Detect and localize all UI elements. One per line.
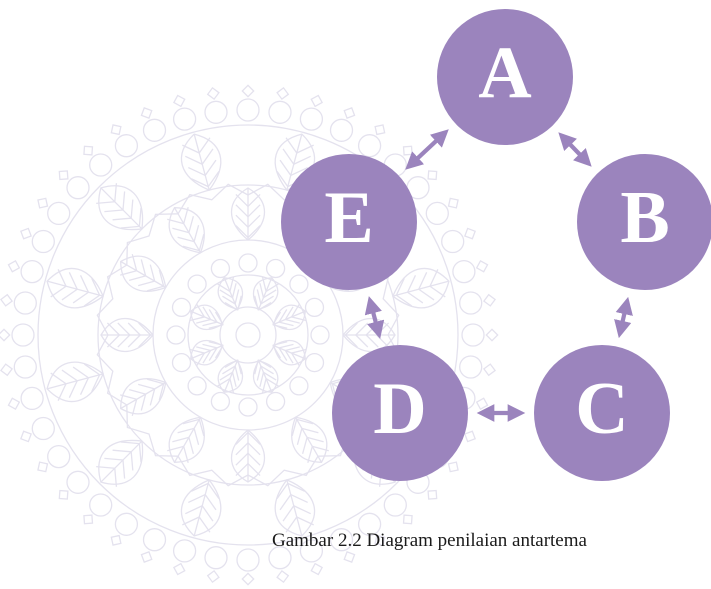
node-a: A xyxy=(437,9,573,145)
node-d-circle xyxy=(332,345,468,481)
node-d-label: D xyxy=(373,368,426,450)
node-c-circle xyxy=(534,345,670,481)
node-b: B xyxy=(577,154,711,290)
node-b-circle xyxy=(577,154,711,290)
node-e: E xyxy=(281,154,417,290)
node-a-label: A xyxy=(478,32,531,114)
nodes: A B C D E xyxy=(281,9,711,481)
edge-d-e xyxy=(364,296,385,339)
edge-a-b xyxy=(558,132,592,167)
edge-b-c xyxy=(614,296,633,339)
node-e-circle xyxy=(281,154,417,290)
node-d: D xyxy=(332,345,468,481)
node-a-circle xyxy=(437,9,573,145)
node-c-label: C xyxy=(575,368,628,450)
node-b-label: B xyxy=(620,177,669,259)
edge-e-a xyxy=(405,129,449,170)
node-e-label: E xyxy=(324,177,373,259)
figure-caption: Gambar 2.2 Diagram penilaian antartema xyxy=(272,530,587,551)
node-c: C xyxy=(534,345,670,481)
edges xyxy=(364,129,633,422)
